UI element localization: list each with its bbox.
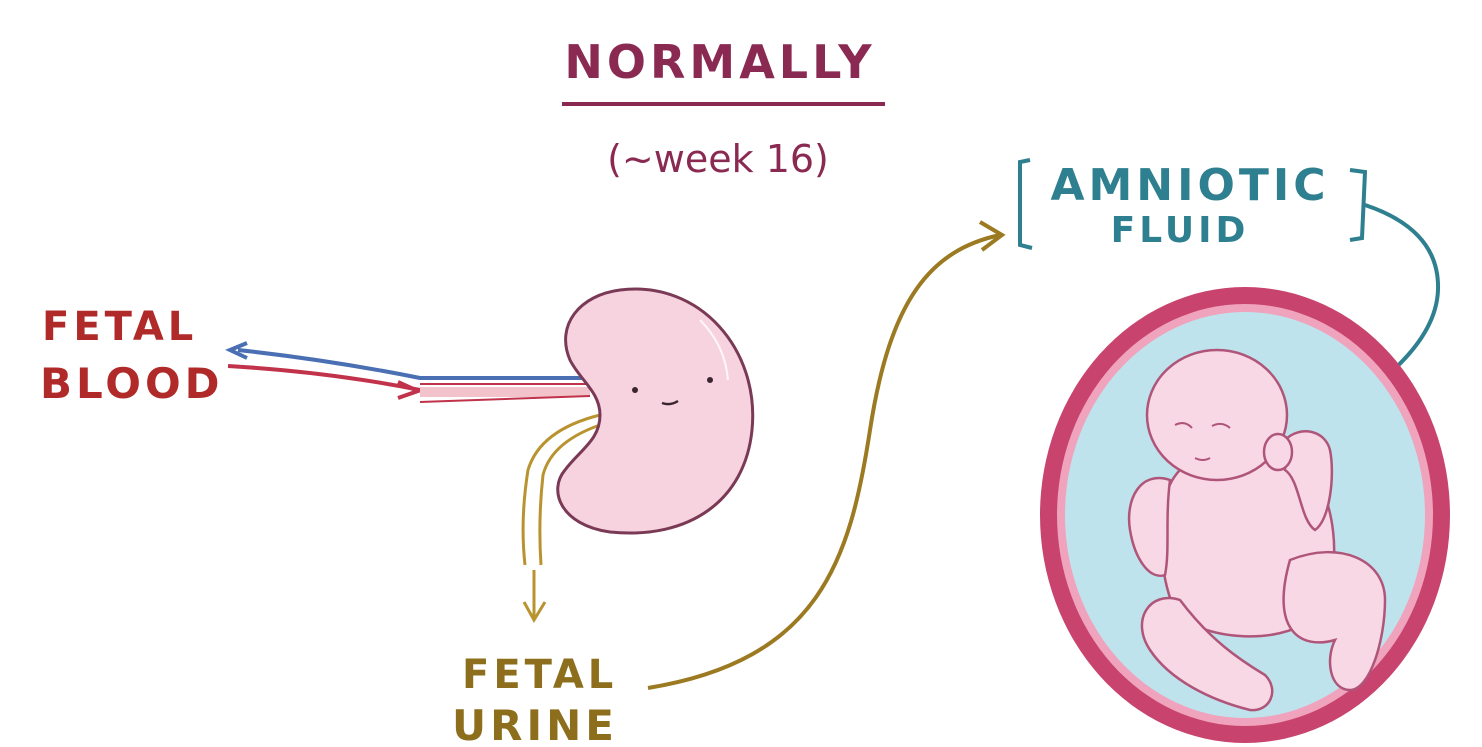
kidney-shape (558, 289, 753, 533)
fetus-fist (1264, 434, 1292, 470)
renal-artery (228, 366, 420, 390)
amniotic-label-line1: AMNIOTIC (1050, 160, 1329, 211)
bracket-right-icon (1350, 170, 1365, 240)
kidney-eye-right (707, 377, 713, 383)
kidney-eye-left (632, 387, 638, 393)
fetal-urine-label-line1: FETAL (462, 652, 617, 698)
bracket-left-icon (1020, 160, 1032, 248)
fetal-blood-label-line2: BLOOD (40, 359, 224, 408)
kidney (558, 289, 753, 533)
diagram-subtitle: (~week 16) (607, 137, 829, 181)
artery-arrow-icon (398, 382, 418, 398)
fetal-urine-label-line2: URINE (452, 701, 618, 747)
diagram-title: NORMALLY (564, 35, 875, 89)
amniotic-label-line2: FLUID (1111, 210, 1250, 251)
fetal-blood-label-line1: FETAL (42, 304, 197, 350)
blood-vessels (228, 343, 590, 402)
renal-vein (238, 350, 590, 378)
